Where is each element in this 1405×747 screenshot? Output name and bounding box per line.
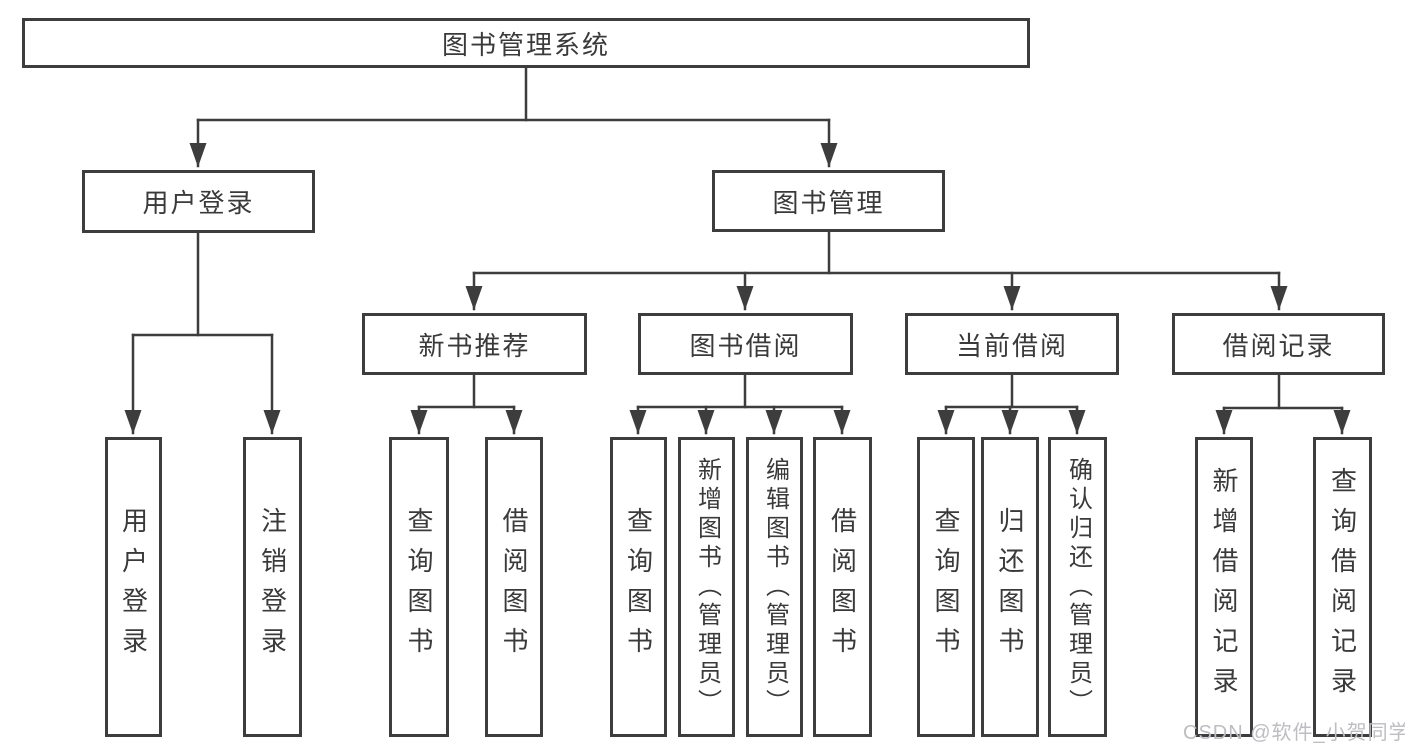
leaf-current-query-books: 查询图书 — [917, 437, 975, 737]
leaf-edit-books-admin: 编辑图书（管理员） — [746, 437, 803, 737]
node-current-borrowing-label: 当前借阅 — [955, 330, 1068, 361]
leaf-confirm-return-admin-label: 确认归还（管理员） — [1064, 456, 1092, 718]
csdn-watermark: CSDN @软件_小贺同学 — [1183, 722, 1405, 744]
leaf-recommend-borrow-books: 借阅图书 — [485, 437, 543, 737]
leaf-logout: 注销登录 — [243, 437, 302, 737]
node-book-borrowing: 图书借阅 — [638, 313, 853, 375]
node-user-login-label: 用户登录 — [142, 188, 255, 218]
leaf-user-login: 用户登录 — [105, 437, 162, 737]
node-new-book-recommendation: 新书推荐 — [362, 313, 587, 375]
leaf-confirm-return-admin: 确认归还（管理员） — [1048, 437, 1107, 737]
leaf-add-books-admin-label: 新增图书（管理员） — [693, 456, 721, 718]
leaf-query-borrow-record: 查询借阅记录 — [1313, 437, 1372, 737]
leaf-borrowing-borrow-books: 借阅图书 — [813, 437, 872, 737]
leaf-add-borrow-record-label: 新增借阅记录 — [1209, 467, 1239, 707]
node-user-login: 用户登录 — [82, 170, 315, 233]
leaf-return-books: 归还图书 — [981, 437, 1039, 737]
leaf-user-login-label: 用户登录 — [118, 507, 149, 667]
leaf-return-books-label: 归还图书 — [995, 507, 1025, 667]
leaf-add-books-admin: 新增图书（管理员） — [678, 437, 735, 737]
leaf-current-query-books-label: 查询图书 — [931, 507, 961, 667]
leaf-borrowing-query-books-label: 查询图书 — [623, 507, 654, 667]
leaf-logout-label: 注销登录 — [257, 507, 288, 667]
leaf-recommend-query-books: 查询图书 — [389, 437, 449, 737]
node-current-borrowing: 当前借阅 — [905, 313, 1119, 375]
node-new-book-recommendation-label: 新书推荐 — [418, 330, 531, 361]
node-borrowing-records: 借阅记录 — [1172, 313, 1385, 375]
leaf-query-borrow-record-label: 查询借阅记录 — [1327, 467, 1358, 707]
node-root-label: 图书管理系统 — [441, 29, 610, 60]
leaf-recommend-query-books-label: 查询图书 — [404, 507, 434, 667]
node-borrowing-records-label: 借阅记录 — [1222, 330, 1335, 361]
node-root-library-system: 图书管理系统 — [22, 18, 1030, 68]
node-book-management-label: 图书管理 — [772, 187, 885, 218]
node-book-management: 图书管理 — [712, 170, 945, 232]
leaf-borrowing-borrow-books-label: 借阅图书 — [827, 507, 858, 667]
leaf-recommend-borrow-books-label: 借阅图书 — [499, 507, 529, 667]
leaf-add-borrow-record: 新增借阅记录 — [1195, 437, 1253, 737]
leaf-edit-books-admin-label: 编辑图书（管理员） — [761, 456, 789, 718]
leaf-borrowing-query-books: 查询图书 — [610, 437, 667, 737]
node-book-borrowing-label: 图书借阅 — [689, 330, 802, 361]
